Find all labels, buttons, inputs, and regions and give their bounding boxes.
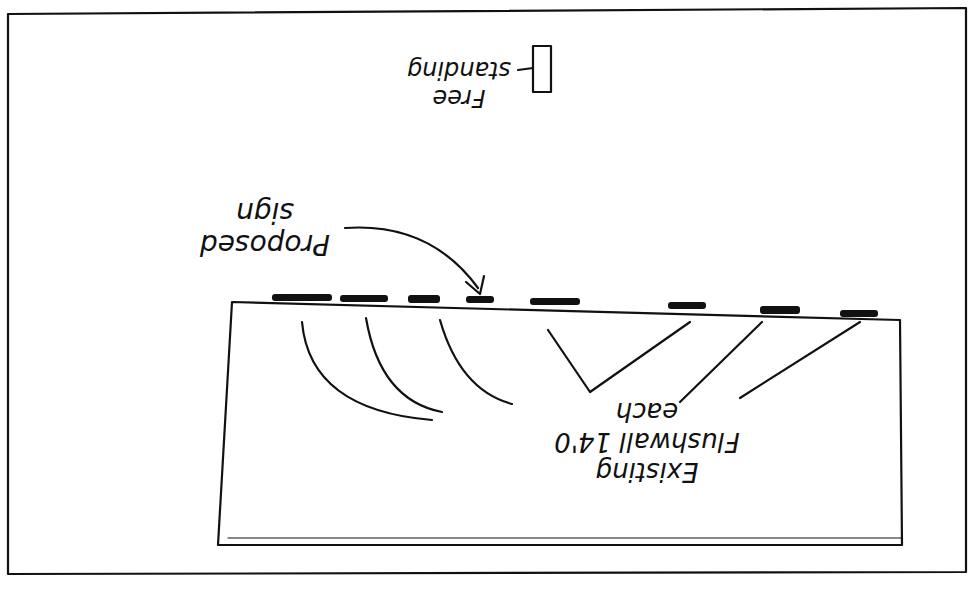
arrow-head <box>466 276 484 294</box>
sign-mark <box>340 295 388 302</box>
sign-mark <box>466 296 494 303</box>
sign-marks <box>272 294 878 317</box>
building-outline <box>218 302 902 545</box>
sweep-line <box>548 322 690 392</box>
handwritten-label: Proposed sign <box>180 196 350 260</box>
callout-arrow <box>345 228 478 289</box>
building-base <box>228 537 902 538</box>
sweep-line <box>740 322 860 398</box>
freestanding-sign <box>533 46 551 92</box>
sweep-line <box>302 322 432 420</box>
leader-line <box>518 68 533 70</box>
sweep-line <box>680 322 762 402</box>
sign-mark <box>272 294 332 301</box>
sign-mark <box>530 298 580 305</box>
sign-mark <box>840 310 878 317</box>
sign-mark <box>408 295 440 303</box>
handwritten-label: Free standing <box>400 56 518 111</box>
note-text: Existing Flushwall 14'0 each <box>552 396 742 486</box>
sweep-line <box>366 318 442 412</box>
sign-mark <box>760 306 800 314</box>
sign-mark <box>668 302 706 309</box>
page-frame <box>8 8 966 574</box>
building-box: Existing Flushwall 14'0 each <box>232 300 900 545</box>
sweep-line <box>440 320 512 404</box>
